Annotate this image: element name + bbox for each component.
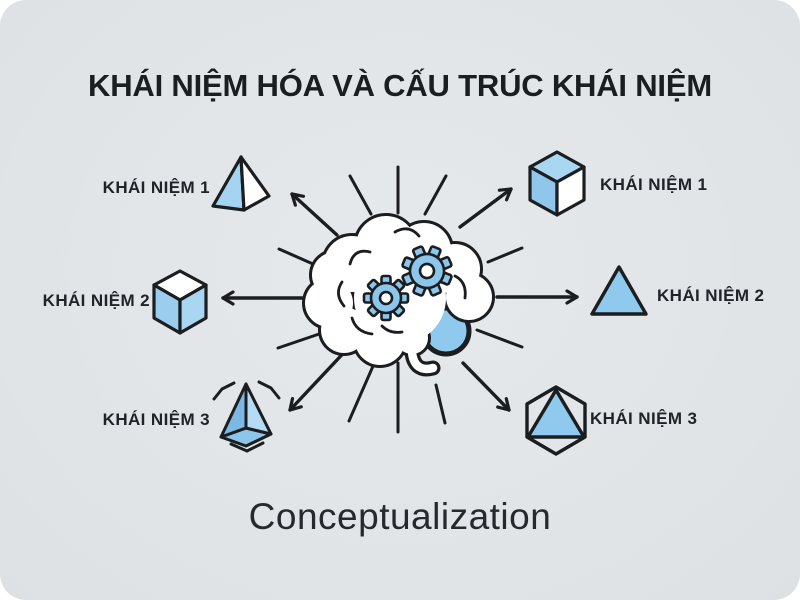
concept-label-right-1: KHÁI NIỆM 1 [600,175,708,194]
concept-label-left-3: KHÁI NIỆM 3 [102,410,210,429]
cube-icon [528,150,586,217]
cube-icon [152,269,208,335]
arrow-up-right [458,187,513,229]
arrow-up-left [290,192,339,237]
gear-icon [362,274,410,322]
pyramid-icon [211,155,271,212]
caption: Conceptualization [248,496,552,537]
triangle-icon [590,265,648,316]
arrow-down-right [461,361,511,412]
concept-label-right-2: KHÁI NIỆM 2 [657,286,765,305]
concept-label-left-2: KHÁI NIỆM 2 [42,291,150,310]
brain-gears-icon [302,213,495,377]
gear-icon [401,245,453,297]
concept-label-right-3: KHÁI NIỆM 3 [590,409,698,428]
sunburst-rays [276,165,524,434]
page-title: KHÁI NIỆM HÓA VÀ CẤU TRÚC KHÁI NIỆM [88,68,712,103]
concept-label-left-1: KHÁI NIỆM 1 [102,178,210,197]
tetrahedron-target-icon [212,380,281,453]
hexagon-triangle-icon [525,385,587,456]
